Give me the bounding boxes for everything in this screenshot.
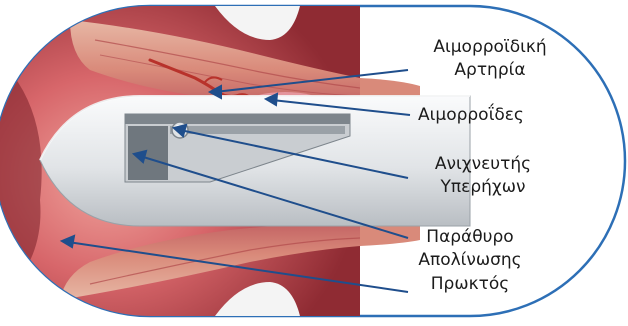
label-ligation-window-line1: Παράθυρο xyxy=(405,226,535,248)
label-doppler-line2: Υπερήχων xyxy=(408,176,558,198)
label-hemorrhoidal-artery-line2: Αρτηρία xyxy=(415,59,565,81)
label-doppler-line1: Ανιχνευτής xyxy=(408,153,558,175)
label-rectum: Πρωκτός xyxy=(405,273,535,295)
label-hemorrhoidal-artery-line1: Αιμορροϊδική xyxy=(415,36,565,58)
label-hemorrhoids: Αιμορροΐδες xyxy=(418,104,524,126)
label-ligation-window-line2: Απολίνωσης xyxy=(405,249,535,271)
